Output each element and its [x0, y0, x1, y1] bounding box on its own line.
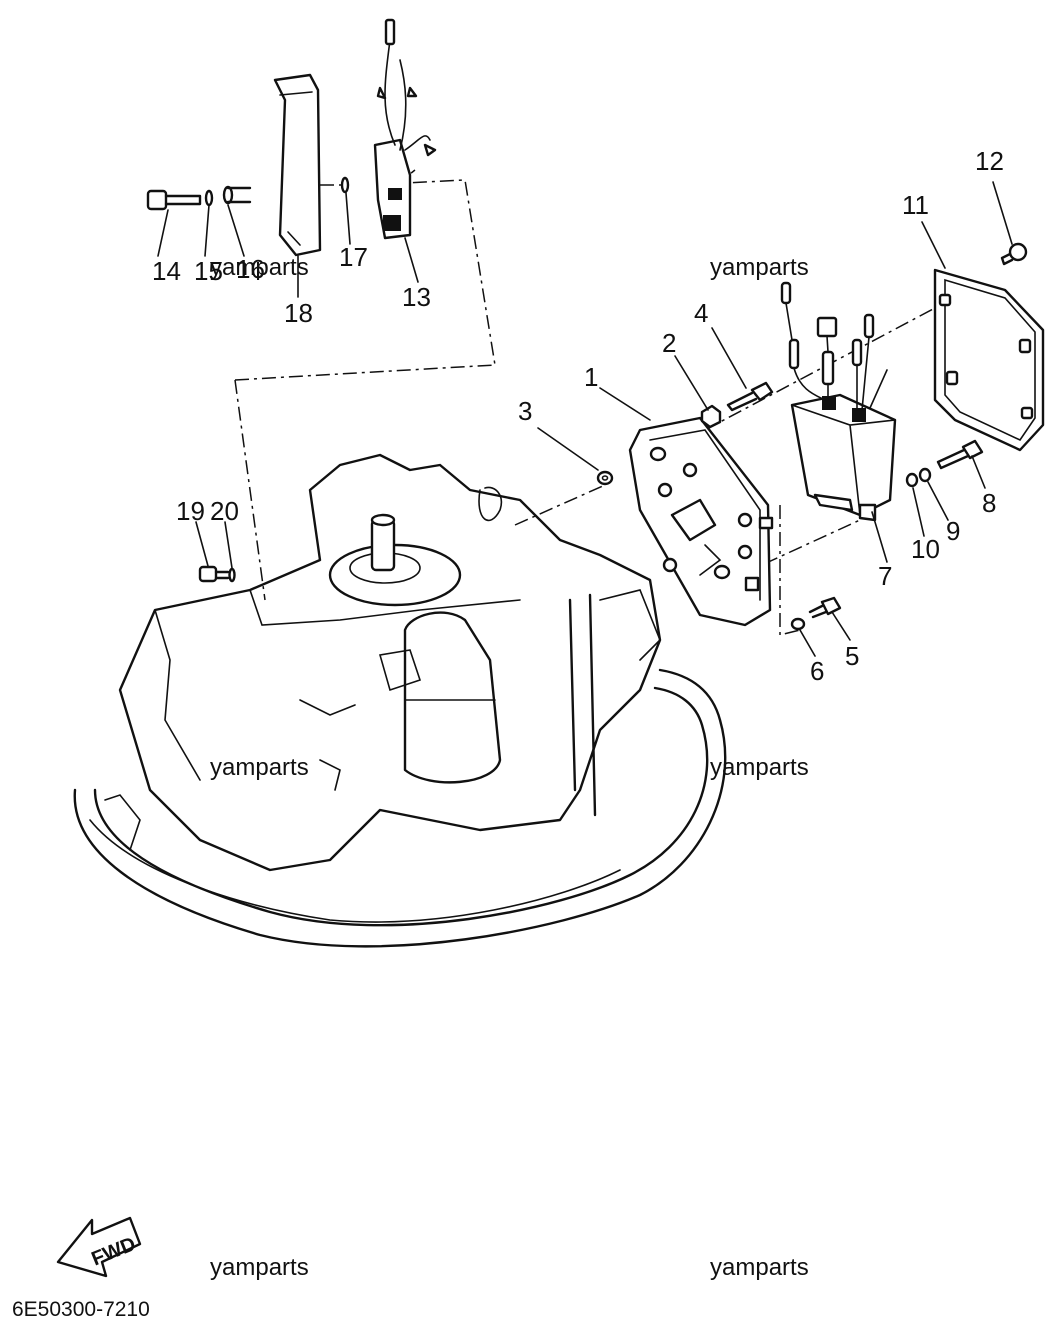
washer-6: [790, 617, 806, 631]
callout-8: 8: [982, 488, 996, 518]
bolt-5: [808, 596, 842, 619]
callout-3: 3: [518, 396, 532, 426]
callout-5: 5: [845, 641, 859, 671]
nut-2: [700, 404, 722, 429]
callout-1: 1: [584, 362, 598, 392]
watermark: yamparts: [710, 1254, 809, 1281]
watermark: yamparts: [210, 1254, 309, 1281]
bracket-18: [273, 73, 322, 257]
callout-6: 6: [810, 656, 824, 686]
forward-arrow-icon: FWD: [56, 1216, 142, 1278]
bracket-plate-1: [628, 416, 774, 627]
callout-16: 16: [236, 254, 265, 284]
washer-17: [340, 176, 350, 194]
watermarks: yamparts yamparts yamparts yamparts yamp…: [210, 254, 809, 1281]
callout-14: 14: [152, 256, 181, 286]
washer-20: [228, 567, 236, 583]
callout-18: 18: [284, 298, 313, 328]
collar-3: [596, 470, 614, 486]
callout-11: 11: [902, 190, 929, 220]
callout-20: 20: [210, 496, 239, 526]
bolt-8: [936, 439, 984, 470]
washer-9: [918, 467, 932, 483]
callout-4: 4: [694, 298, 708, 328]
right-side-parts: [596, 242, 1045, 631]
cover-11: [933, 268, 1045, 452]
engine-assembly: [73, 453, 727, 948]
callout-2: 2: [662, 328, 676, 358]
washer-10: [905, 472, 919, 488]
unit-13: [373, 18, 437, 240]
watermark: yamparts: [210, 254, 309, 281]
callout-12: 12: [975, 146, 1004, 176]
screw-12: [1000, 242, 1028, 266]
bolt-19: [198, 565, 230, 583]
callout-labels: 1 2 3 4 5 6 7 8 9 10 11 12 13 14 15 16 1…: [152, 146, 1004, 686]
washer-15: [204, 189, 214, 207]
cdi-unit-7: [780, 281, 897, 522]
diagram-code: 6E50300-7210: [12, 1298, 150, 1321]
watermark: yamparts: [210, 754, 309, 781]
bolt-4: [726, 381, 774, 412]
callout-15: 15: [194, 256, 223, 286]
callout-10: 10: [911, 534, 940, 564]
callout-leaders: [157, 181, 1013, 657]
upper-left-parts: [146, 18, 437, 583]
bolt-14: [146, 189, 202, 211]
watermark: yamparts: [710, 754, 809, 781]
callout-13: 13: [402, 282, 431, 312]
watermark: yamparts: [710, 254, 809, 281]
callout-19: 19: [176, 496, 205, 526]
collar-16: [222, 185, 252, 205]
callout-9: 9: [946, 516, 960, 546]
callout-17: 17: [339, 242, 368, 272]
callout-7: 7: [878, 561, 892, 591]
